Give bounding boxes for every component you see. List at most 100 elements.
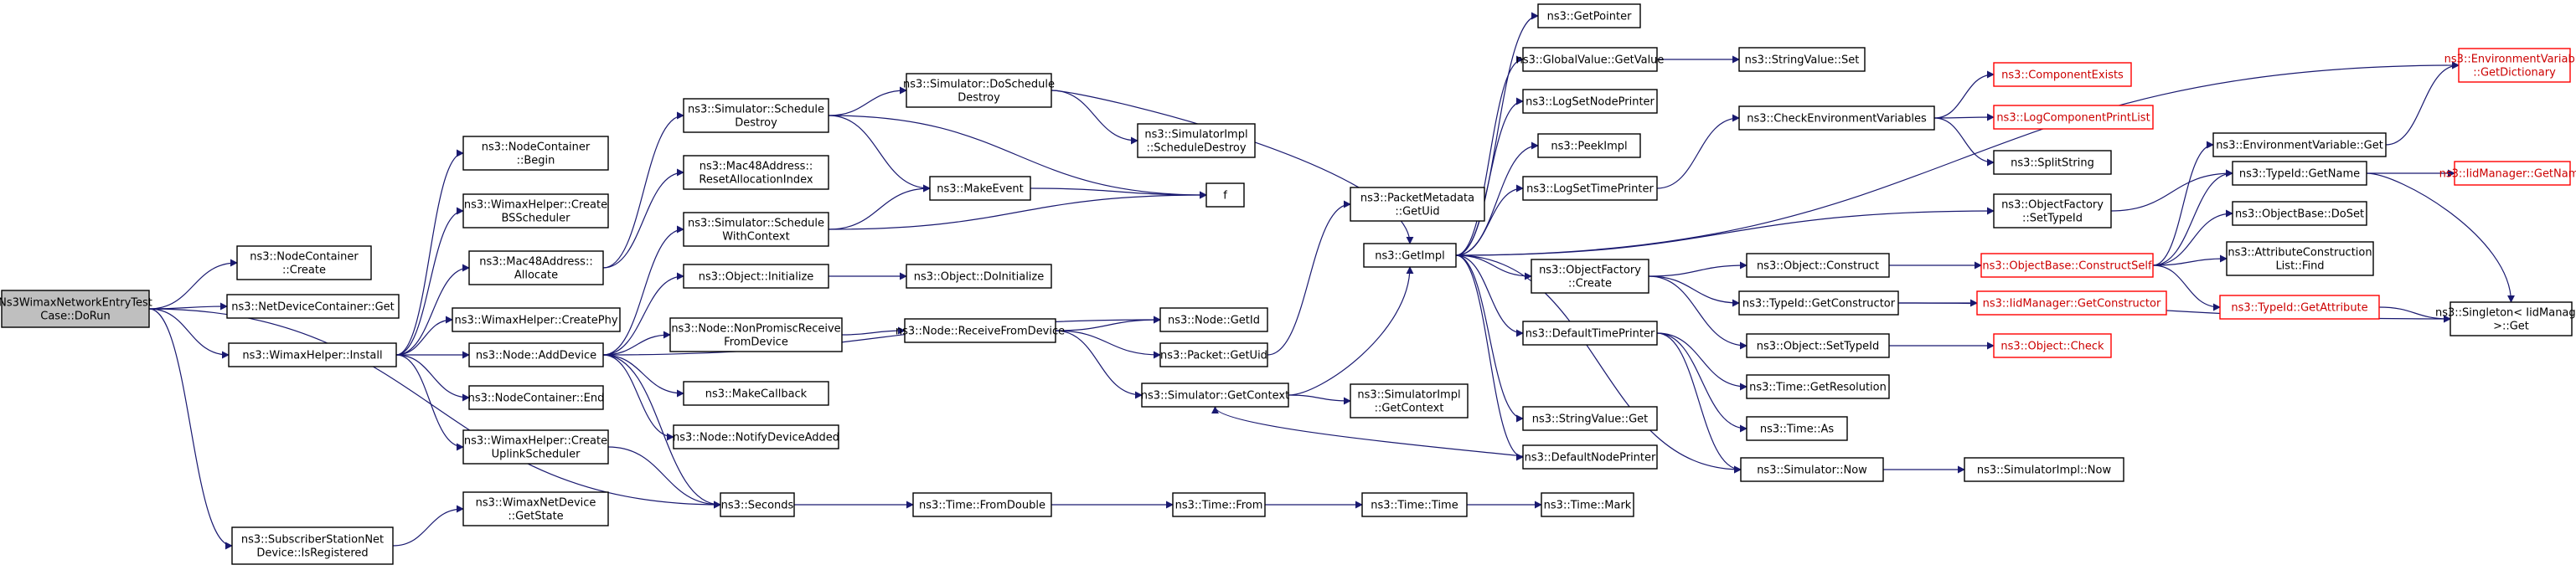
node-nc-begin[interactable]: ns3::NodeContainer::Begin [462,136,609,171]
edge-line [2152,209,2233,266]
edge-line [2385,61,2460,146]
node-getimpl[interactable]: ns3::GetImpl [1363,243,1457,268]
node-compexists[interactable]: ns3::ComponentExists [1993,62,2132,87]
node-label: Destroy [735,117,777,130]
node-label: ns3::Packet::GetUid [1160,350,1267,362]
edge-line [2378,306,2451,323]
node-simimpl-getctx[interactable]: ns3::SimulatorImpl::GetContext [1350,383,1469,419]
node-obj-construct[interactable]: ns3::Object::Construct [1746,253,1890,278]
node-ob-doset[interactable]: ns3::ObjectBase::DoSet [2232,201,2367,226]
node-seconds[interactable]: ns3::Seconds [720,492,795,517]
edge-line [395,316,453,356]
node-box [1738,105,1935,131]
node-tid-getname[interactable]: ns3::TypeId::GetName [2232,161,2367,186]
node-label: ns3::DefaultTimePrinter [1525,328,1655,341]
node-time-fromdouble[interactable]: ns3::Time::FromDouble [912,492,1052,517]
node-box [462,193,609,229]
node-makeevent[interactable]: ns3::MakeEvent [929,176,1031,201]
node-wh-install[interactable]: ns3::WimaxHelper::Install [228,342,397,367]
node-envvar-getdict[interactable]: ns3::EnvironmentVariable::GetDictionary [2444,48,2576,83]
edge-mac_alloc-to-sim_schdestroy [602,111,684,269]
edge-line [1288,394,1351,405]
node-box [1141,383,1289,408]
node-time-as[interactable]: ns3::Time::As [1746,416,1848,441]
node-node-recv[interactable]: ns3::Node::ReceiveFromDevice [896,318,1065,343]
node-ndc-get[interactable]: ns3::NetDeviceContainer::Get [226,294,400,319]
node-time-from[interactable]: ns3::Time::From [1172,492,1266,517]
node-checkenv[interactable]: ns3::CheckEnvironmentVariables [1738,105,1935,131]
node-packet-getuid[interactable]: ns3::Packet::GetUid [1159,342,1268,367]
edge-mac_alloc-to-mac_reset [602,168,684,269]
node-wh-createphy[interactable]: ns3::WimaxHelper::CreatePhy [452,307,621,332]
node-logcomplist[interactable]: ns3::LogComponentPrintList [1993,105,2154,130]
node-nc-end[interactable]: ns3::NodeContainer::End [468,385,605,410]
node-of-settid[interactable]: ns3::ObjectFactory::SetTypeId [1993,193,2112,229]
node-makecb[interactable]: ns3::MakeCallback [683,381,829,406]
node-pm-getuid[interactable]: ns3::PacketMetadata::GetUid [1350,187,1485,222]
node-label: ns3::SimulatorImpl [1357,389,1460,402]
node-label: ns3::Seconds [721,500,794,512]
node-box [906,73,1052,108]
node-obj-init[interactable]: ns3::Object::Initialize [683,264,829,289]
node-wnd-getstate[interactable]: ns3::WimaxNetDevice::GetState [462,491,609,526]
node-label: ns3::StringValue::Set [1745,54,1860,67]
node-simimpl-now[interactable]: ns3::SimulatorImpl::Now [1964,457,2124,482]
edge-deftime-to-time_getres [1656,332,1747,391]
node-iid-getname[interactable]: ns3::IidManager::GetName [2439,161,2576,186]
node-label: ns3::Node::ReceiveFromDevice [896,326,1065,338]
node-iid-getctor[interactable]: ns3::IidManager::GetConstructor [1976,290,2167,316]
node-obj-check[interactable]: ns3::Object::Check [1993,333,2112,358]
edge-root-to-wh_install [148,308,230,359]
node-obj-settid[interactable]: ns3::Object::SetTypeId [1746,333,1890,358]
node-f[interactable]: f [1205,182,1245,208]
edge-line [1648,261,1747,277]
node-envvar-get[interactable]: ns3::EnvironmentVariable::Get [2212,132,2387,157]
node-tid-getctor[interactable]: ns3::TypeId::GetConstructor [1738,290,1899,316]
node-gv-getvalue[interactable]: ns3::GlobalValue::GetValue [1516,47,1665,72]
node-obj-doinit[interactable]: ns3::Object::DoInitialize [906,264,1052,289]
node-mac-reset[interactable]: ns3::Mac48Address::ResetAllocationIndex [683,155,829,190]
node-simimpl-schdestroy[interactable]: ns3::SimulatorImpl::ScheduleDestroy [1137,123,1256,158]
node-getpointer[interactable]: ns3::GetPointer [1537,3,1641,28]
node-deftime[interactable]: ns3::DefaultTimePrinter [1522,321,1658,346]
node-ob-construct[interactable]: ns3::ObjectBase::ConstructSelf [1980,253,2154,278]
node-node-getid[interactable]: ns3::Node::GetId [1159,307,1268,332]
node-sim-schdestroy[interactable]: ns3::Simulator::ScheduleDestroy [683,98,829,133]
edge-of_settid-to-tid_getname [2110,169,2233,212]
node-node-notify[interactable]: ns3::Node::NotifyDeviceAdded [673,424,839,449]
node-splitstring[interactable]: ns3::SplitString [1993,150,2112,175]
node-peekimpl[interactable]: ns3::PeekImpl [1537,133,1641,158]
edge-line [2152,254,2228,266]
node-logsettime[interactable]: ns3::LogSetTimePrinter [1522,176,1658,201]
node-sv-get[interactable]: ns3::StringValue::Get [1522,406,1658,431]
node-box [1993,193,2112,229]
node-ss-isreg[interactable]: ns3::SubscriberStationNetDevice::IsRegis… [231,526,394,565]
node-box [904,318,1056,343]
node-box [683,264,829,289]
node-tid-getattr[interactable]: ns3::TypeId::GetAttribute [2219,295,2380,320]
node-singleton-get[interactable]: ns3::Singleton< IidManager>::Get [2435,301,2576,336]
node-node-adddev[interactable]: ns3::Node::AddDevice [468,342,604,367]
node-time-getres[interactable]: ns3::Time::GetResolution [1746,374,1890,399]
node-logsetnode[interactable]: ns3::LogSetNodePrinter [1522,89,1658,114]
node-defnode[interactable]: ns3::DefaultNodePrinter [1522,444,1658,470]
edge-getimpl-to-of_settid [1455,207,1995,256]
node-box [1522,321,1658,346]
node-time-time[interactable]: ns3::Time::Time [1361,492,1468,517]
node-nc-create[interactable]: ns3::NodeContainer::Create [236,245,372,280]
node-sim-now[interactable]: ns3::Simulator::Now [1740,457,1884,482]
node-of-create[interactable]: ns3::ObjectFactory::Create [1531,259,1649,294]
node-time-mark[interactable]: ns3::Time::Mark [1541,492,1634,517]
node-sv-set[interactable]: ns3::StringValue::Set [1738,47,1866,72]
node-box [683,98,829,133]
node-mac-alloc[interactable]: ns3::Mac48Address::Allocate [468,250,604,285]
node-sim-getctx[interactable]: ns3::Simulator::GetContext [1141,383,1289,408]
edge-sim_getctx-to-simimpl_getctx [1288,394,1351,405]
